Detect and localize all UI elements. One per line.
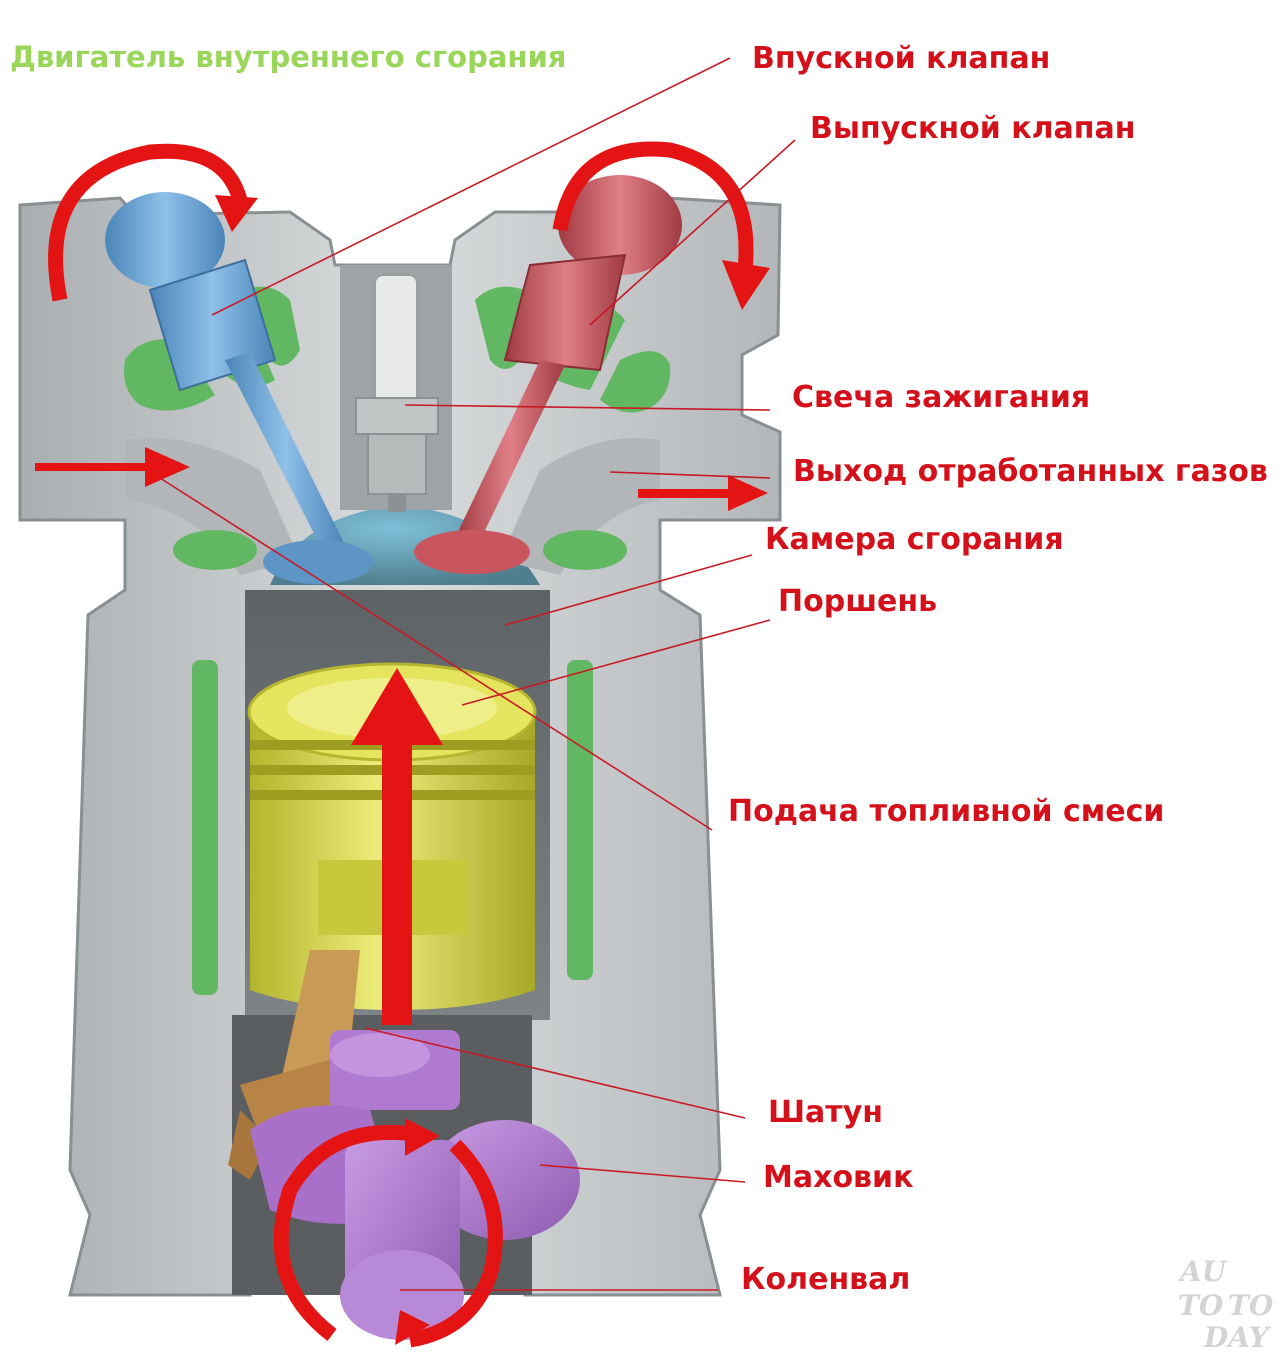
watermark-line2b: TO bbox=[1228, 1289, 1274, 1322]
coolant-passages bbox=[124, 286, 671, 995]
label-fuel-supply: Подача топливной смеси bbox=[728, 794, 1165, 829]
label-exhaust-out: Выход отработанных газов bbox=[793, 454, 1268, 489]
label-connecting-rod: Шатун bbox=[768, 1095, 883, 1130]
label-crankshaft: Коленвал bbox=[741, 1262, 911, 1297]
piston-motion-arrow bbox=[351, 668, 443, 1025]
intake-valve bbox=[105, 192, 373, 584]
watermark-line2a: TO bbox=[1178, 1289, 1224, 1322]
label-flywheel: Маховик bbox=[763, 1160, 914, 1195]
leader-lines bbox=[159, 57, 796, 1291]
rotation-arrowheads bbox=[215, 195, 770, 1345]
label-intake-valve: Впускной клапан bbox=[752, 41, 1051, 76]
exhaust-flow-arrow bbox=[638, 475, 768, 511]
label-spark-plug: Свеча зажигания bbox=[792, 380, 1091, 415]
diagram-title: Двигатель внутреннего сгорания bbox=[10, 40, 567, 74]
label-combustion-chamber: Камера сгорания bbox=[765, 522, 1064, 557]
label-piston: Поршень bbox=[778, 584, 938, 619]
rotation-arrows bbox=[48, 141, 754, 1348]
label-exhaust-valve: Выпускной клапан bbox=[810, 111, 1136, 146]
watermark-line3: DAY bbox=[1204, 1321, 1269, 1354]
spark-plug bbox=[340, 265, 452, 512]
watermark-line1: AU bbox=[1180, 1255, 1227, 1288]
intake-flow-arrow bbox=[35, 447, 190, 487]
